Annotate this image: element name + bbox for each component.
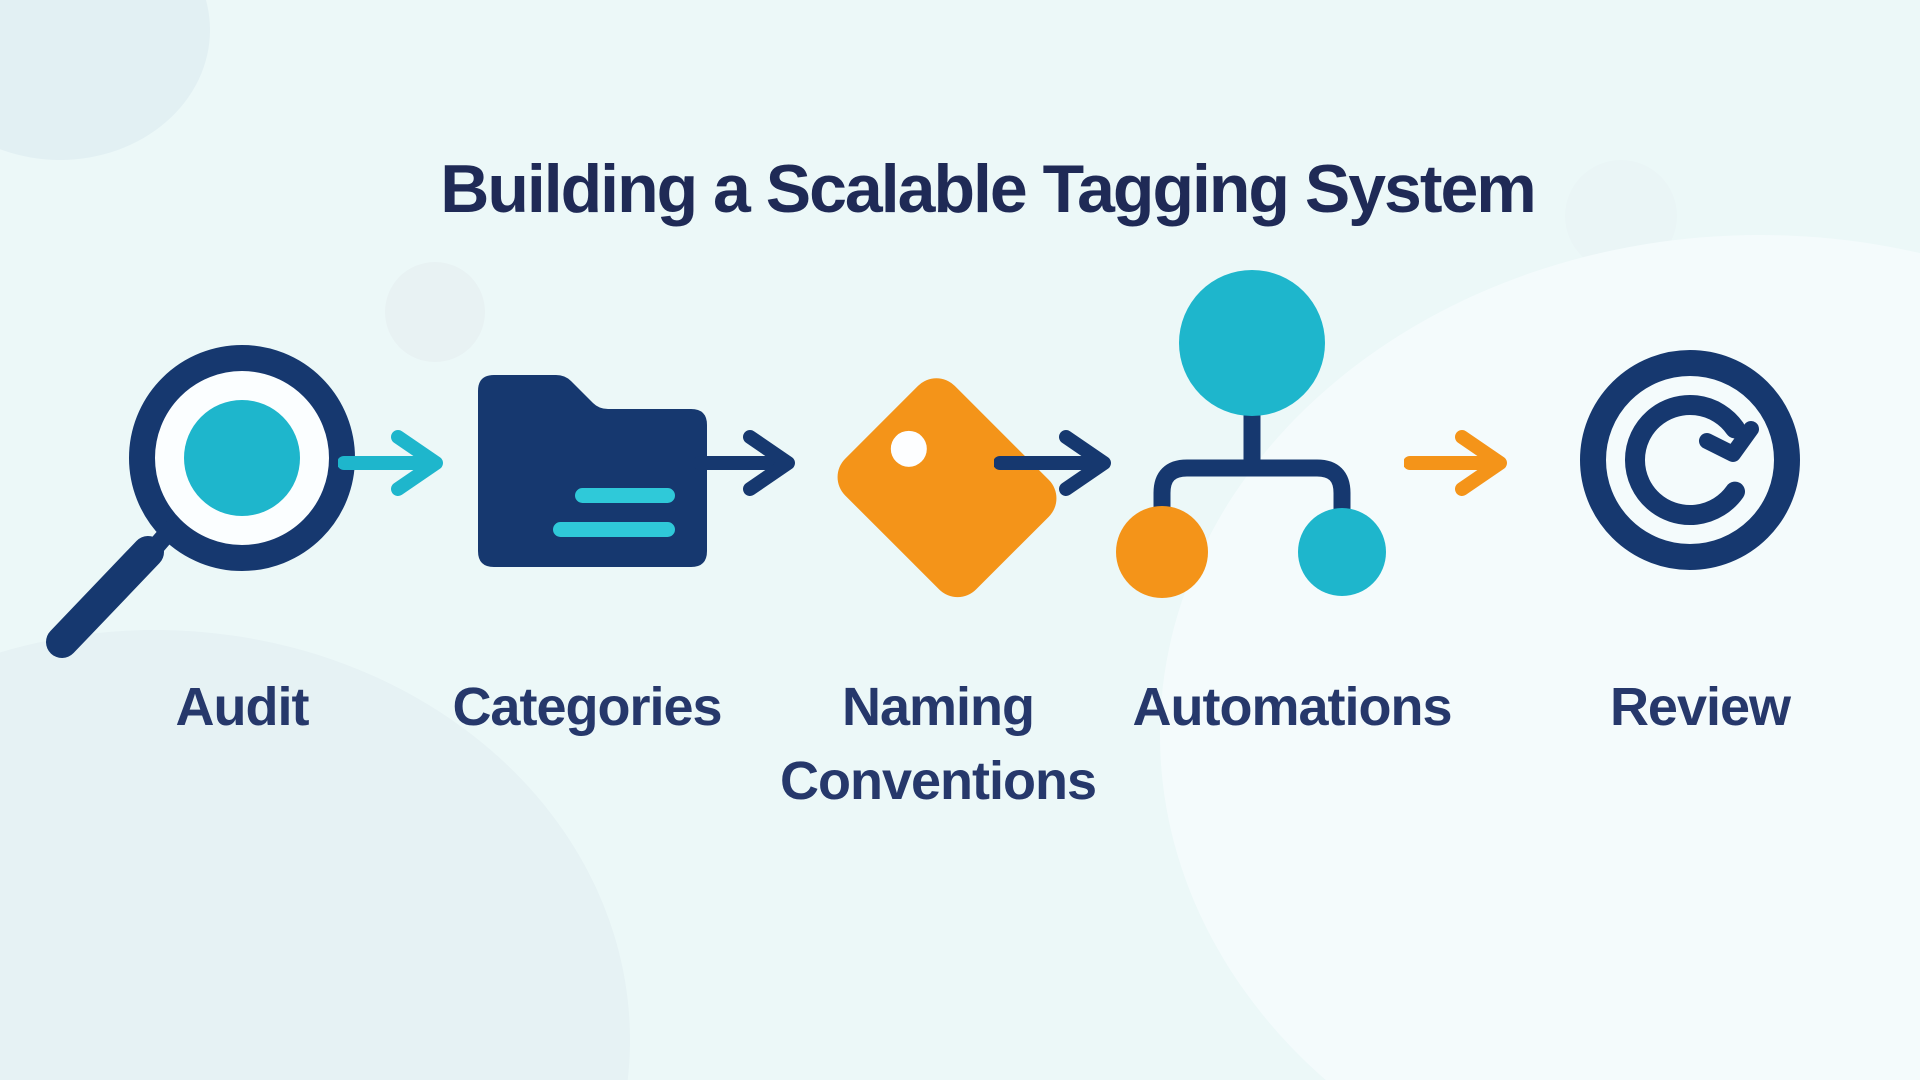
page-title: Building a Scalable Tagging System	[440, 150, 1537, 227]
step-label-audit: Audit	[175, 677, 310, 737]
background-blob-dot	[385, 262, 485, 362]
step-label-categories: Categories	[452, 677, 722, 737]
arrow-right-icon	[694, 430, 795, 496]
step-label-automations: Automations	[1132, 677, 1453, 737]
refresh-arrow-icon	[1580, 350, 1800, 570]
arrow-right-icon	[1404, 430, 1507, 496]
step-label-review: Review	[1609, 677, 1791, 737]
step-label-naming-conventions: Naming Conventions	[779, 677, 1097, 811]
price-tag-icon	[837, 378, 1057, 598]
folder-icon	[478, 375, 707, 567]
org-chart-icon	[1116, 270, 1386, 598]
arrow-right-icon	[994, 430, 1111, 496]
magnifying-glass-icon	[46, 345, 355, 658]
arrow-right-icon	[338, 430, 443, 496]
background-blob-top-left	[0, 0, 210, 160]
